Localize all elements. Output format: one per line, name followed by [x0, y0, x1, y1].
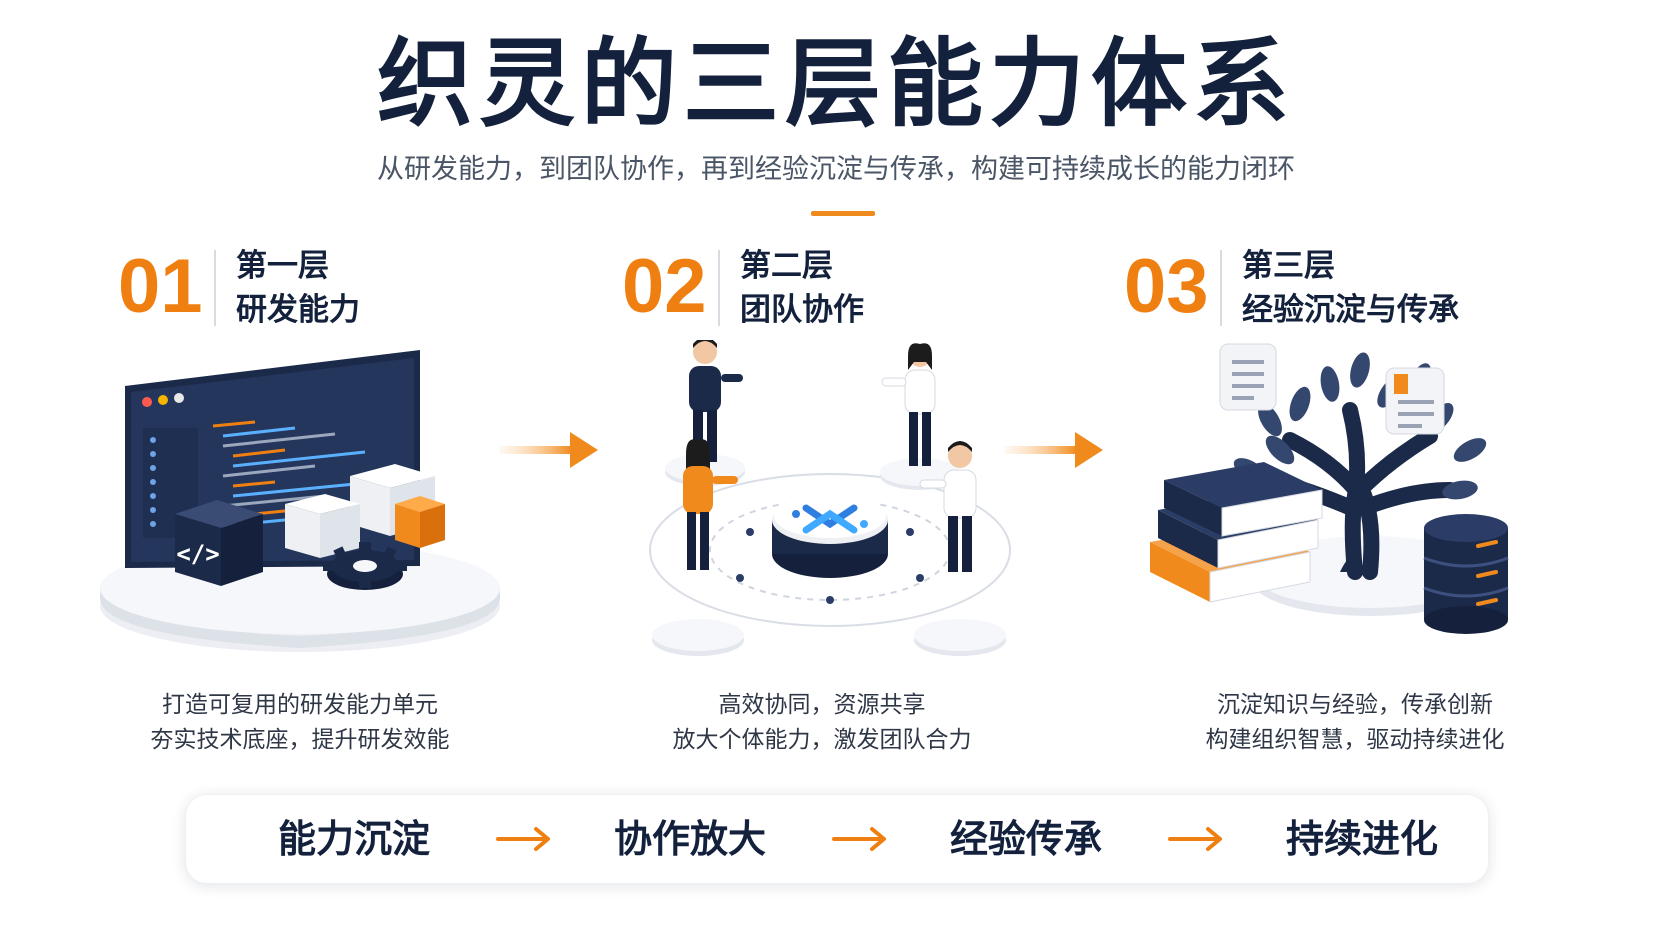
description-line: 高效协同，资源共享: [718, 692, 926, 718]
page-subtitle: 从研发能力，到团队协作，再到经验沉淀与传承，构建可持续成长的能力闭环: [377, 154, 1295, 185]
layer-divider: [718, 250, 720, 326]
arrow-right-icon: [1168, 827, 1222, 851]
layer-description-3: 沉淀知识与经验，传承创新 构建组织智慧，驱动持续进化: [1135, 688, 1575, 758]
team-people-icon: [683, 340, 977, 572]
gear-icon: [323, 542, 407, 590]
layer-header-1: 01 第一层 研发能力: [118, 242, 478, 332]
layer-kicker: 第三层: [1242, 248, 1335, 284]
layer-divider: [1220, 250, 1222, 326]
document-icon: [1219, 343, 1445, 435]
description-line: 放大个体能力，激发团队合力: [672, 727, 972, 753]
hub-logo-icon: [772, 494, 888, 578]
flow-arrow-icon: [500, 432, 598, 468]
chain-step: 持续进化: [1286, 817, 1439, 861]
code-cube-icon: </>: [175, 500, 263, 586]
layer-number: 03: [1124, 244, 1209, 329]
layer-number: 01: [118, 244, 203, 329]
layer-divider: [214, 250, 216, 326]
layer-number: 02: [622, 244, 707, 329]
layer-header-2: 02 第二层 团队协作: [622, 242, 982, 332]
rnd-illustration: </>: [95, 336, 505, 666]
description-line: 沉淀知识与经验，传承创新: [1217, 692, 1493, 718]
description-line: 打造可复用的研发能力单元: [162, 692, 438, 718]
arrow-right-icon: [496, 827, 550, 851]
layer-name: 团队协作: [740, 292, 864, 328]
layer-kicker: 第一层: [236, 248, 329, 284]
description-line: 构建组织智慧，驱动持续进化: [1205, 727, 1505, 753]
team-illustration: [610, 340, 1050, 670]
arrow-right-icon: [832, 827, 886, 851]
capability-chain-bar: 能力沉淀 协作放大 经验传承 持续进化: [185, 794, 1489, 884]
code-monitor-icon: [125, 350, 420, 568]
layer-header-3: 03 第三层 经验沉淀与传承: [1124, 242, 1584, 332]
svg-text:</>: </>: [176, 540, 219, 568]
layer-description-2: 高效协同，资源共享 放大个体能力，激发团队合力: [602, 688, 1042, 758]
page-title: 织灵的三层能力体系: [377, 28, 1295, 140]
knowledge-illustration: [1150, 340, 1570, 670]
layer-name: 经验沉淀与传承: [1242, 292, 1459, 328]
database-icon: [1423, 514, 1509, 634]
layer-name: 研发能力: [236, 292, 360, 328]
layer-description-1: 打造可复用的研发能力单元 夯实技术底座，提升研发效能: [80, 688, 520, 758]
flow-arrow-icon: [1005, 432, 1103, 468]
chain-step: 能力沉淀: [278, 817, 431, 861]
description-line: 夯实技术底座，提升研发效能: [150, 727, 450, 753]
layer-kicker: 第二层: [740, 248, 833, 284]
chain-step: 经验传承: [950, 817, 1103, 861]
books-icon: [1150, 462, 1323, 603]
chain-step: 协作放大: [614, 817, 767, 861]
title-underline: [811, 211, 875, 216]
